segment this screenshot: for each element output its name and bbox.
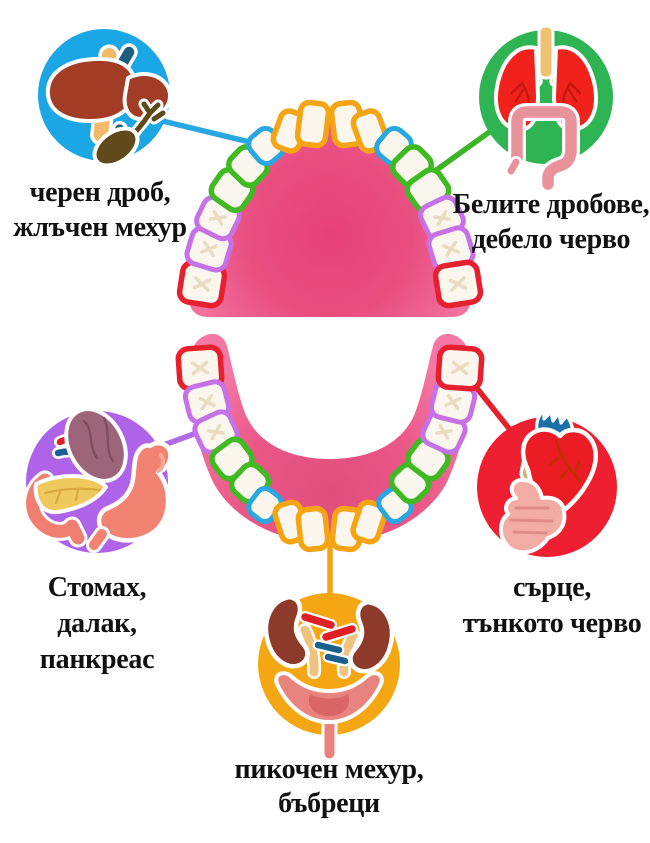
stomach-spleen-pancreas-icon — [23, 407, 173, 553]
upper-teeth — [176, 99, 484, 309]
bladder-inner — [308, 694, 350, 716]
bladder — [274, 671, 384, 724]
heart-intestine-icon — [477, 409, 617, 557]
colon — [511, 106, 577, 190]
stomach-spleen-pancreas-label: Стомах, далак, панкреас — [39, 572, 155, 675]
lung-vessels — [510, 81, 582, 110]
pancreas — [33, 474, 108, 515]
liver-gallbladder-icon — [38, 29, 173, 168]
pancreas-duct — [43, 487, 102, 505]
connector-lungs-to-premolar — [425, 125, 498, 179]
heart-intestine-label: сърце, тънкото черво — [462, 572, 642, 639]
coronary-arteries — [548, 438, 582, 483]
upper-jaw — [176, 99, 484, 317]
tooth-lower-right-incisor2 — [350, 499, 388, 545]
lower-jaw — [175, 333, 485, 553]
bile-ducts — [125, 101, 166, 143]
ureters — [300, 625, 358, 677]
appendix — [507, 158, 520, 175]
tooth-lower-left-molar3 — [175, 344, 225, 392]
renal-arteries — [301, 613, 356, 641]
tooth-upper-right-molar3 — [432, 259, 484, 309]
connector-liver-to-canine — [147, 115, 261, 147]
tooth-lower-left-incisor1 — [295, 505, 331, 553]
renal-veins — [314, 641, 349, 665]
kidneys-bladder-icon — [258, 593, 400, 762]
lower-teeth — [175, 344, 485, 553]
pylorus — [89, 529, 107, 550]
lungs-colon-icon — [479, 24, 613, 193]
tooth-upper-left-incisor1 — [294, 99, 332, 149]
tooth-lower-right-molar3 — [435, 344, 485, 392]
gallbladder — [92, 126, 140, 168]
liver-gallbladder-label: черен дроб, жлъчен мехур — [13, 177, 187, 243]
intestine-folds — [509, 506, 554, 535]
kidney-left — [263, 594, 310, 669]
spleen-texture — [82, 416, 115, 463]
lungs-colon-label: Белите дробове, дебело черво — [452, 189, 650, 255]
bladder-kidneys-label: пикочен мехур, бъбреци — [234, 754, 424, 819]
liver-left-lobe — [45, 56, 138, 123]
trachea — [537, 24, 555, 80]
kidney-right — [348, 599, 395, 674]
small-intestine — [499, 478, 567, 555]
stomach-highlight — [156, 453, 166, 473]
spleen — [64, 407, 128, 483]
